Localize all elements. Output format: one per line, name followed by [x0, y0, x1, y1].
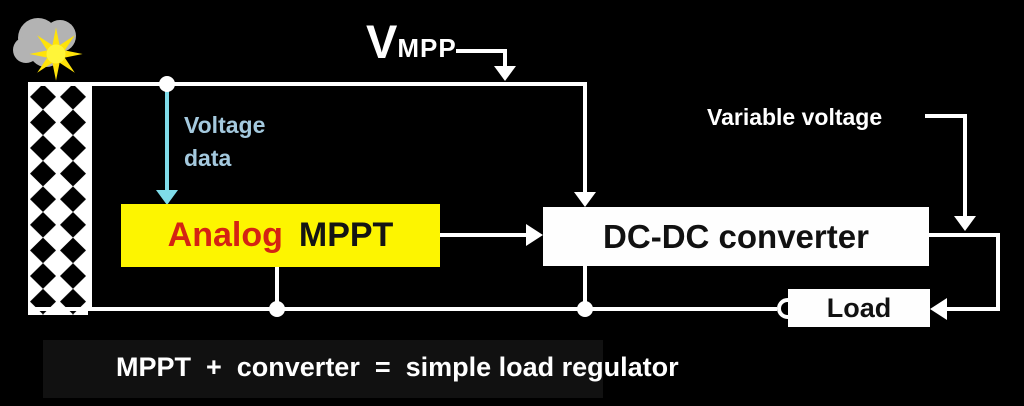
arrowhead-into-converter-top-icon — [574, 192, 596, 207]
cloud-sun-icon — [13, 18, 83, 81]
wire-mppt-to-converter — [440, 233, 528, 237]
wire-converter-down — [583, 266, 587, 309]
wire-into-load-h — [945, 307, 1000, 311]
sun-star-icon — [29, 27, 83, 81]
arrowhead-varvoltage-icon — [954, 216, 976, 231]
vmpp-symbol: V — [366, 15, 398, 68]
arrowhead-into-load-icon — [930, 298, 947, 320]
variable-voltage-label: Variable voltage — [707, 104, 883, 130]
wire-output-right-vertical — [996, 233, 1000, 311]
vmpp-subscript: MPP — [397, 33, 457, 63]
wire-vmpp-pointer-v — [503, 49, 507, 68]
wire-pv-to-converter — [583, 82, 587, 194]
junction-dot-mppt-return — [269, 301, 285, 317]
junction-dot-converter-return — [577, 301, 593, 317]
junction-dot-pv-sense — [159, 76, 175, 92]
caption-background-band — [43, 340, 603, 398]
mppt-block-word-analog: Analog — [167, 216, 283, 254]
wire-converter-output-h — [929, 233, 1000, 237]
analog-mppt-block: Analog MPPT — [121, 204, 440, 267]
solar-panel-icon — [28, 84, 88, 315]
arrowhead-into-converter-left-icon — [526, 224, 543, 246]
wire-pv-top — [28, 82, 587, 86]
wire-bottom-return — [28, 307, 777, 311]
arrowhead-voltage-data-icon — [156, 190, 178, 205]
caption-text: MPPT + converter = simple load regulator — [116, 352, 679, 382]
dcdc-converter-block: DC-DC converter — [543, 207, 929, 266]
mppt-block-word-mppt: MPPT — [298, 216, 394, 254]
arrowhead-vmpp-icon — [494, 66, 516, 81]
wire-varvoltage-pointer-h — [925, 114, 967, 118]
wire-voltage-data — [165, 88, 169, 192]
voltage-data-line2: data — [184, 145, 232, 171]
wire-vmpp-pointer-h — [456, 49, 507, 53]
wire-pv-left-vertical — [88, 82, 92, 311]
voltage-data-label: Voltage data — [184, 109, 265, 175]
vmpp-label: V MPP — [366, 18, 457, 65]
voltage-data-line1: Voltage — [184, 112, 266, 138]
load-block: Load — [788, 289, 930, 327]
wire-mppt-down — [275, 267, 279, 309]
wire-varvoltage-pointer-v — [963, 114, 967, 218]
